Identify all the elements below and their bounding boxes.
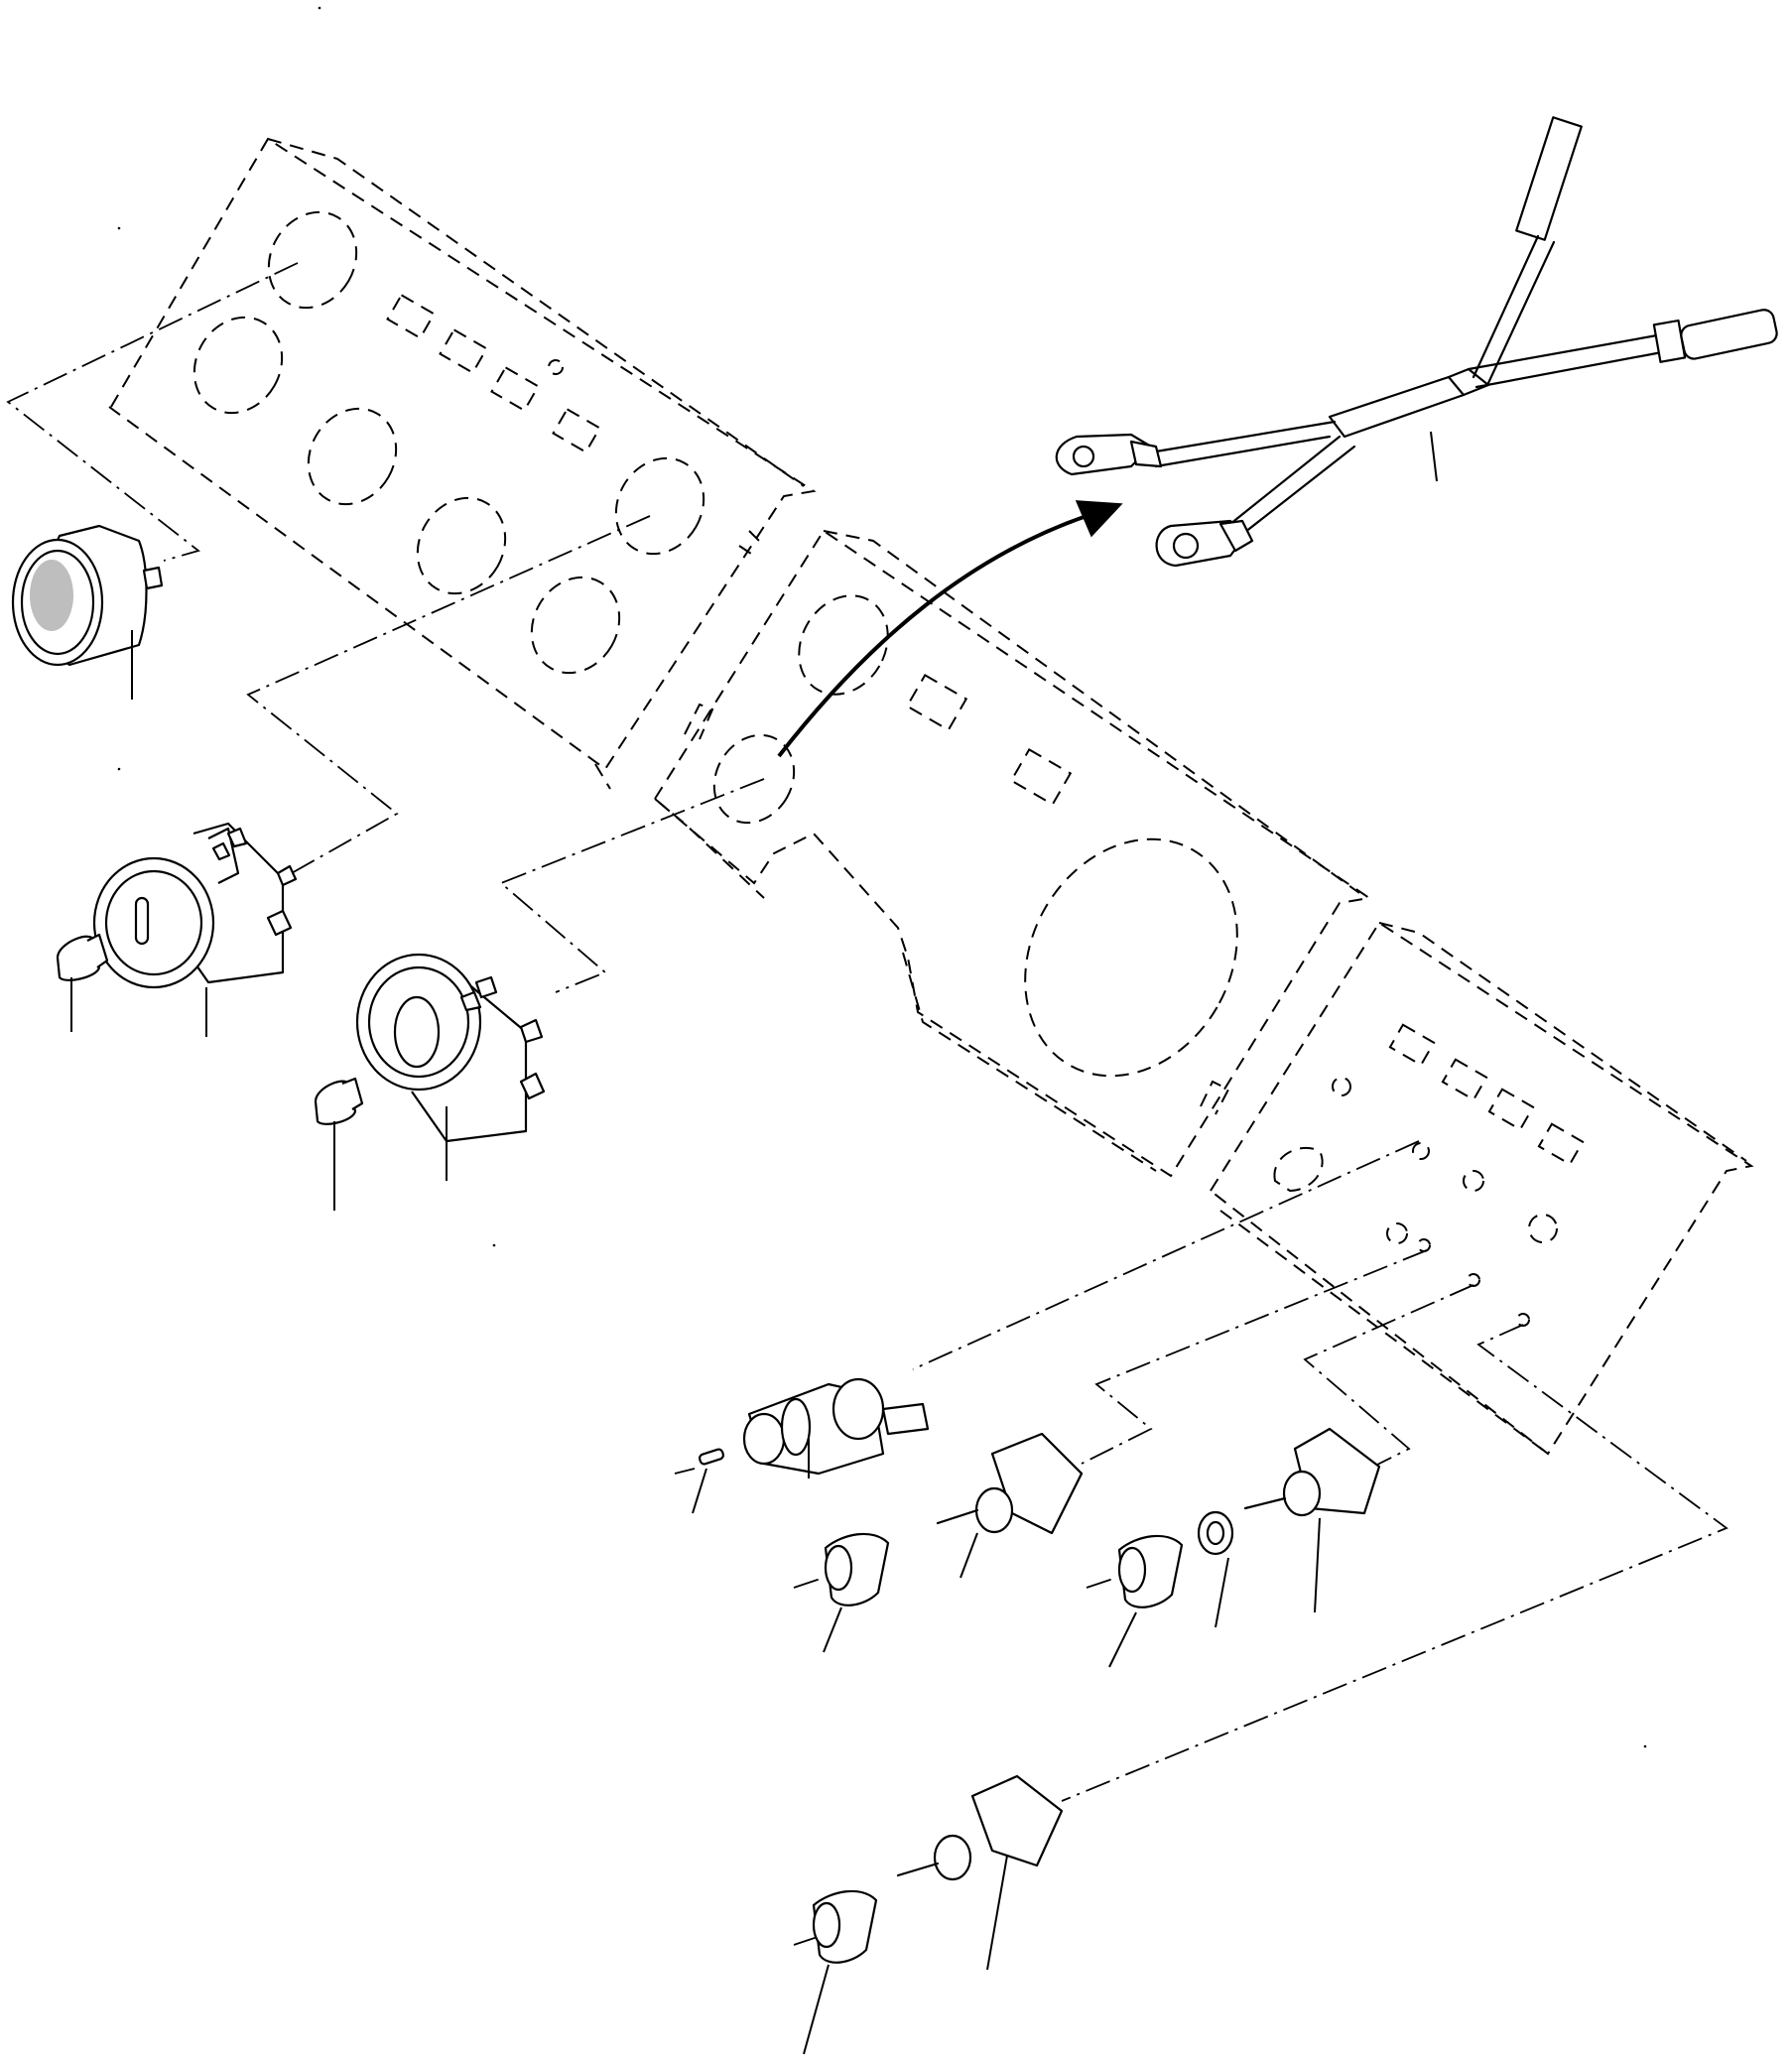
switch-rotary <box>896 1427 1381 1971</box>
indicator-bulb <box>56 933 364 1211</box>
assembly-centerlines <box>6 262 1728 1946</box>
switch-push-pull <box>692 1377 930 1514</box>
instrument-panel-right <box>1210 921 1754 1456</box>
switch-knob <box>803 1532 1184 2055</box>
nut <box>1197 1510 1234 1628</box>
scan-specks <box>117 6 1647 1748</box>
wiring-harness-y <box>1055 116 1778 568</box>
gauge-temperature <box>92 822 298 1037</box>
gauge-hourmeter <box>11 524 164 700</box>
instrument-panel-center <box>654 529 1372 1178</box>
instrument-panel-left <box>108 137 817 790</box>
harness-reference-arrow <box>777 500 1123 758</box>
gauge-fuel <box>355 953 546 1181</box>
